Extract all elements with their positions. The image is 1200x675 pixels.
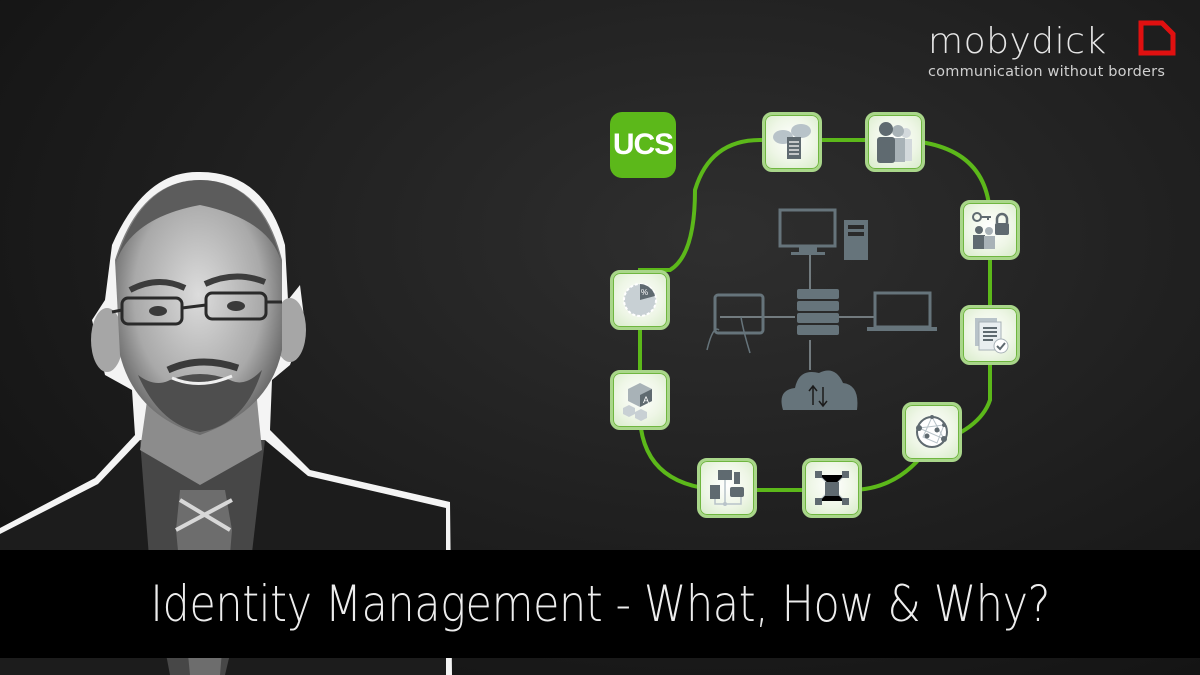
key-lock-users-icon (972, 212, 1009, 249)
tile-usage-quota: % (610, 270, 670, 330)
brand-name: mobydick (928, 21, 1107, 62)
ucs-badge: UCS (610, 112, 676, 178)
ucs-diagram: UCS (600, 100, 1020, 530)
tile-devices-network (697, 458, 757, 518)
title-banner: Identity Management - What, How & Why? (0, 550, 1200, 658)
tile-users-group (865, 112, 925, 172)
svg-text:%: % (641, 288, 648, 297)
center-network (706, 208, 937, 410)
tablet-icon (706, 293, 765, 354)
devices-network-icon (710, 470, 744, 506)
page-title: Identity Management - What, How & Why? (150, 575, 1050, 633)
brand-d-icon (1138, 20, 1176, 56)
tile-cloud-documents (762, 112, 822, 172)
server-rack-icon (797, 289, 839, 335)
percent-pie-icon: % (623, 283, 657, 317)
tile-document-approval (960, 305, 1020, 365)
network-globe-icon (916, 415, 948, 448)
tile-app-packages: A (610, 370, 670, 430)
svg-text:A: A (643, 395, 649, 405)
document-check-icon (975, 318, 1009, 354)
app-package-icon: A (623, 383, 652, 421)
cloud-document-icon (773, 124, 811, 159)
brand-logo: mobydick communication without borders (928, 20, 1190, 80)
users-group-icon (877, 122, 912, 163)
tile-network-globe (902, 402, 962, 462)
brand-tagline: communication without borders (928, 64, 1166, 80)
tile-branch-offices (802, 458, 862, 518)
cloud-sync-icon (781, 370, 858, 410)
laptop-icon (867, 291, 937, 331)
tower-pc-icon (844, 220, 868, 260)
desktop-icon (778, 208, 837, 255)
branch-offices-icon (815, 471, 849, 505)
tile-access-control (960, 200, 1020, 260)
